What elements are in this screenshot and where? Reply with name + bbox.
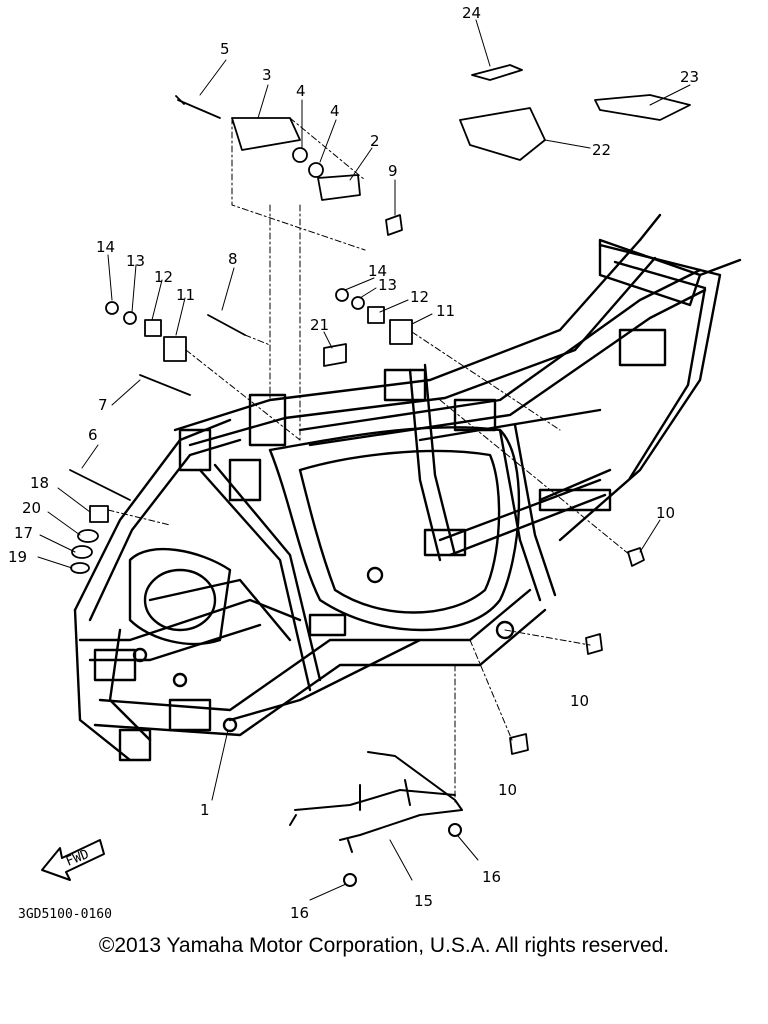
callout-11b: 11 — [436, 302, 455, 320]
callout-10b: 10 — [570, 692, 589, 710]
callout-4a: 4 — [296, 82, 306, 100]
callout-13b: 13 — [378, 276, 397, 294]
callout-1: 1 — [200, 801, 210, 819]
callout-13a: 13 — [126, 252, 145, 270]
diagram-part-code: 3GD5100-0160 — [18, 907, 112, 922]
callout-16b: 16 — [290, 904, 309, 922]
callout-20: 20 — [22, 499, 41, 517]
mount-hardware-left — [69, 301, 301, 501]
callout-6: 6 — [88, 426, 98, 444]
callout-17: 17 — [14, 524, 33, 542]
skid-bracket — [289, 664, 463, 887]
callout-18: 18 — [30, 474, 49, 492]
rear-nuts — [439, 399, 645, 755]
callout-12a: 12 — [154, 268, 173, 286]
callout-3: 3 — [262, 66, 272, 84]
callout-labels: 1 2 3 4 4 5 6 7 8 9 10 10 10 11 11 12 12… — [8, 4, 699, 922]
callout-14a: 14 — [96, 238, 115, 256]
callout-12b: 12 — [410, 288, 429, 306]
callout-9: 9 — [388, 162, 398, 180]
callout-16a: 16 — [482, 868, 501, 886]
callout-11a: 11 — [176, 286, 195, 304]
leader-lines — [37, 19, 691, 901]
frame-parts-diagram: FWD 1 2 3 4 4 5 6 7 8 9 10 10 10 11 11 1… — [8, 4, 742, 922]
callout-10a: 10 — [656, 504, 675, 522]
callout-14b: 14 — [368, 262, 387, 280]
washer-set — [70, 505, 171, 574]
callout-15: 15 — [414, 892, 433, 910]
mount-hardware-right — [323, 288, 561, 431]
callout-7: 7 — [98, 396, 108, 414]
fwd-arrow-icon — [41, 839, 105, 881]
copyright-notice: ©2013 Yamaha Motor Corporation, U.S.A. A… — [98, 934, 670, 957]
frame-body — [73, 213, 742, 762]
callout-24: 24 — [462, 4, 481, 22]
callout-19: 19 — [8, 548, 27, 566]
callout-4b: 4 — [330, 102, 340, 120]
callout-8: 8 — [228, 250, 238, 268]
seat-pads — [459, 64, 691, 161]
callout-22: 22 — [592, 141, 611, 159]
callout-2: 2 — [370, 132, 380, 150]
fwd-arrow-label: FWD — [64, 847, 92, 870]
callout-21: 21 — [310, 316, 329, 334]
callout-23: 23 — [680, 68, 699, 86]
callout-10c: 10 — [498, 781, 517, 799]
callout-5: 5 — [220, 40, 230, 58]
